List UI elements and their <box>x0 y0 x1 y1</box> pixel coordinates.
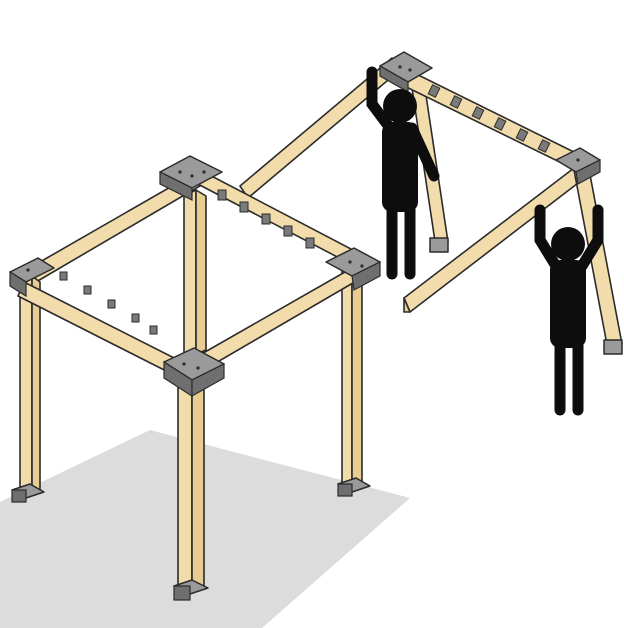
post-base-icon <box>604 340 622 354</box>
post-base-icon <box>430 238 448 252</box>
